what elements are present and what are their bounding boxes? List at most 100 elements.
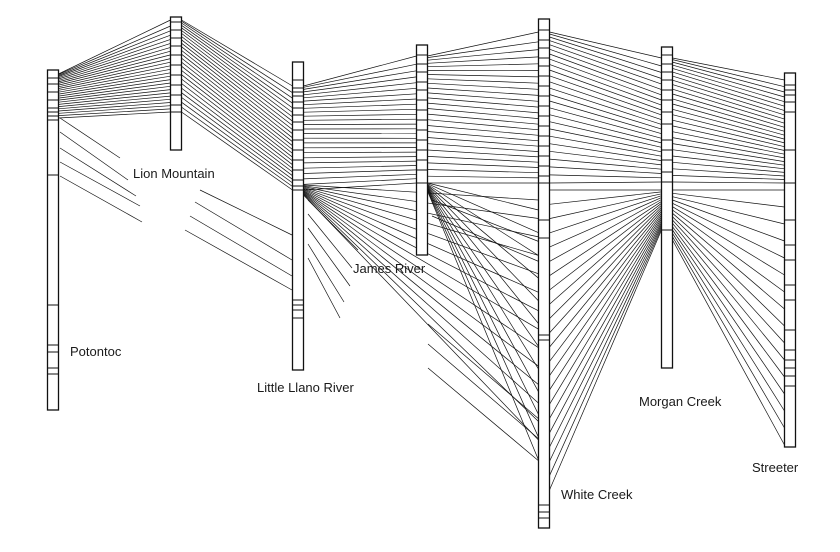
- correlation-line: [181, 19, 293, 87]
- correlation-segment: [427, 367, 541, 463]
- correlation-line: [58, 43, 171, 80]
- correlation-line: [58, 105, 171, 114]
- correlation-line: [58, 39, 171, 79]
- correlation-line: [549, 218, 662, 405]
- correlation-line: [549, 208, 662, 334]
- correlation-line: [181, 97, 293, 180]
- correlation-line: [672, 114, 785, 144]
- correlation-line: [549, 121, 662, 148]
- correlation-line: [549, 87, 662, 125]
- correlation-line: [427, 131, 539, 142]
- correlation-line: [672, 131, 785, 155]
- correlation-line: [672, 137, 785, 159]
- correlation-line: [672, 196, 785, 225]
- correlation-line: [549, 222, 662, 434]
- correlation-line: [427, 143, 539, 152]
- correlation-line: [672, 181, 785, 184]
- correlation-line: [427, 125, 539, 136]
- correlation-line: [303, 93, 417, 102]
- column-body: [46, 69, 60, 411]
- correlation-line: [427, 74, 539, 78]
- correlation-line: [549, 206, 662, 319]
- correlation-line: [549, 135, 662, 157]
- correlation-line: [181, 42, 293, 130]
- correlation-line: [303, 194, 539, 441]
- correlation-line: [427, 190, 539, 438]
- correlation-line: [58, 89, 171, 103]
- correlation-line: [427, 182, 539, 211]
- column-little-llano-river: [291, 61, 305, 371]
- correlation-line: [303, 151, 417, 154]
- correlation-line: [549, 201, 662, 276]
- correlation-line: [549, 33, 662, 67]
- correlation-line: [181, 92, 293, 176]
- correlation-line: [303, 190, 539, 330]
- correlation-line: [303, 165, 417, 169]
- correlation-line: [549, 81, 662, 121]
- correlation-line: [58, 19, 171, 75]
- column-james-river: [415, 44, 429, 256]
- correlation-line: [427, 56, 539, 64]
- correlation-line: [549, 114, 662, 144]
- label-morgan-creek: Morgan Creek: [639, 394, 722, 409]
- correlation-line: [549, 150, 662, 166]
- correlation-line: [672, 149, 785, 166]
- correlation-line: [549, 212, 662, 362]
- correlation-line: [549, 195, 662, 234]
- correlation-line: [427, 137, 539, 147]
- correlation-line: [549, 226, 662, 462]
- correlation-line: [58, 111, 171, 119]
- correlation-line: [58, 95, 171, 107]
- correlation-line: [181, 46, 293, 134]
- column-streeter: [783, 72, 797, 448]
- correlation-line: [58, 92, 171, 105]
- correlation-line: [549, 197, 662, 248]
- correlation-line: [427, 156, 539, 163]
- correlation-line: [303, 123, 417, 125]
- correlation-line: [427, 187, 539, 370]
- section-labels: Potontoc Lion Mountain Little Llano Rive…: [70, 166, 799, 502]
- correlation-line: [672, 75, 785, 111]
- correlation-line: [549, 203, 662, 291]
- correlation-line: [303, 98, 417, 106]
- correlation-line: [549, 36, 662, 73]
- correlation-line: [549, 191, 662, 205]
- correlation-segment: [199, 189, 293, 236]
- correlation-line: [427, 31, 539, 57]
- correlation-line: [427, 41, 539, 58]
- correlation-line: [672, 192, 785, 208]
- correlation-line: [181, 27, 293, 109]
- correlation-line: [549, 227, 662, 476]
- correlation-line: [58, 61, 171, 88]
- correlation-line: [181, 22, 293, 99]
- correlation-line: [303, 191, 539, 367]
- correlation-segment: [59, 161, 141, 207]
- correlation-line: [58, 102, 171, 112]
- correlation-line: [549, 174, 662, 179]
- correlation-segment: [184, 229, 293, 291]
- correlation-line: [427, 78, 539, 84]
- correlation-line: [303, 76, 417, 93]
- label-james-river: James River: [353, 261, 426, 276]
- correlation-segment: [189, 215, 293, 277]
- correlation-line: [303, 182, 417, 191]
- correlation-line: [427, 187, 539, 347]
- correlation-line: [303, 55, 417, 87]
- correlation-line: [303, 103, 417, 109]
- correlation-line: [672, 233, 785, 412]
- correlation-line: [672, 223, 785, 361]
- correlation-line: [58, 68, 171, 91]
- correlation-line: [672, 79, 785, 116]
- correlation-line: [672, 168, 785, 177]
- correlation-line: [549, 69, 662, 111]
- correlation-line: [672, 206, 785, 276]
- correlation-line: [58, 58, 171, 86]
- correlation-line: [181, 111, 293, 191]
- correlation-line: [549, 94, 662, 130]
- correlation-line: [58, 50, 171, 83]
- correlation-line: [427, 108, 539, 119]
- correlation-line: [672, 98, 785, 132]
- correlation-line: [303, 193, 539, 422]
- correlation-line: [427, 92, 539, 102]
